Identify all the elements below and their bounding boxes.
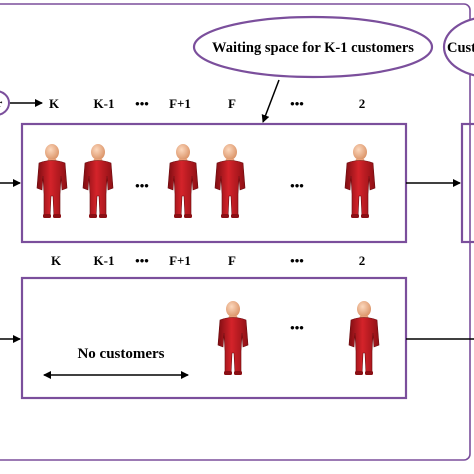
bottom-pos-2: 2 [359,253,366,268]
top-inline-dots-1: ••• [135,178,149,193]
waiting-space-pointer [261,79,280,123]
bottom-pos-f: F [228,253,236,268]
bottom-inline-dots: ••• [290,320,304,335]
top-inline-dots-2: ••• [290,178,304,193]
no-customers-label: No customers [77,346,164,362]
bottom-position-labels: K K-1 ••• F+1 F ••• 2 [51,253,365,268]
bottom-pos-dots-2: ••• [290,253,304,268]
bottom-pos-dots-1: ••• [135,253,149,268]
customer-figure-f-plus-1 [167,143,199,219]
customer-figure-2-bottom [348,300,380,376]
customer-figure-k-1 [82,143,114,219]
top-customers [36,143,376,219]
waiting-space-label: Waiting space for K-1 customers [212,40,414,56]
top-pos-f-plus-1: F+1 [169,96,191,111]
outer-frame [0,3,471,461]
customer-bubble-partial [442,17,474,77]
bottom-pos-f-plus-1: F+1 [169,253,191,268]
bottom-customers [217,300,380,376]
arrival-bubble-partial [0,90,10,116]
bottom-pos-k: K [51,253,62,268]
bottom-pos-k-1: K-1 [94,253,115,268]
customer-figure-f-bottom [217,300,249,376]
top-pos-dots-2: ••• [290,96,304,111]
top-pos-k: K [49,96,60,111]
waiting-space-bubble [192,15,434,79]
top-pos-dots-1: ••• [135,96,149,111]
server-box-top [460,122,474,244]
top-pos-f: F [228,96,236,111]
customer-bubble-label: Cust [447,40,474,56]
customer-figure-f [214,143,246,219]
top-position-labels: K K-1 ••• F+1 F ••• 2 [49,96,365,111]
top-pos-k-1: K-1 [94,96,115,111]
empty-queue-box [20,276,408,400]
top-pos-2: 2 [359,96,366,111]
arrival-bubble-label: r [0,96,3,110]
customer-figure-2 [344,143,376,219]
customer-figure-k [36,143,68,219]
